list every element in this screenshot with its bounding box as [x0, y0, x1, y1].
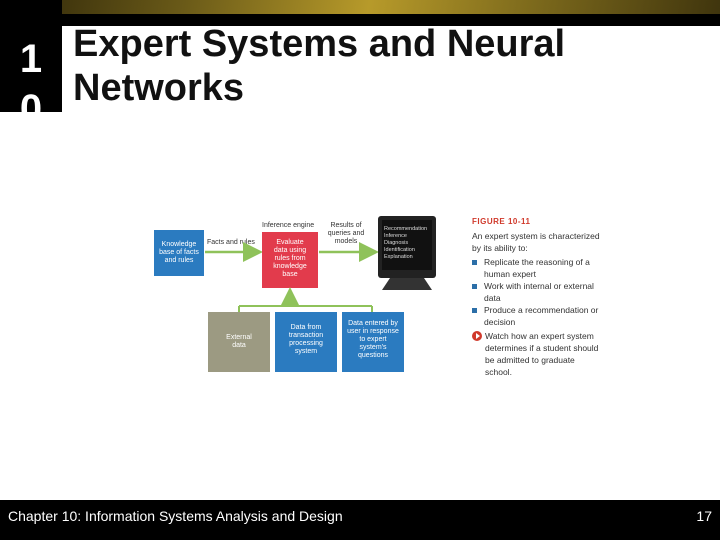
slide-title: Expert Systems and Neural Networks [73, 23, 566, 109]
list-item: Produce a recommendation or decision [472, 304, 602, 328]
figure-label: FIGURE 10-11 [472, 217, 531, 226]
figure-caption: FIGURE 10-11 An expert system is charact… [472, 216, 602, 378]
title-panel [62, 26, 720, 112]
list-item: Work with internal or external data [472, 280, 602, 304]
user-data-box [342, 312, 404, 372]
external-data-box [208, 312, 270, 372]
footer-chapter-text: Chapter 10: Information Systems Analysis… [8, 508, 343, 524]
header-strip [62, 14, 720, 26]
tps-data-box [275, 312, 337, 372]
footer-bar: Chapter 10: Information Systems Analysis… [0, 500, 720, 540]
inference-engine-label: Inference engine [262, 222, 314, 229]
figure-bullets: Replicate the reasoning of a human exper… [472, 256, 602, 328]
facts-rules-label: Facts and rules [207, 239, 255, 246]
watch-link[interactable]: Watch how an expert system determines if… [472, 330, 602, 378]
knowledge-base-box [154, 230, 204, 276]
figure-intro: An expert system is characterized by its… [472, 231, 600, 253]
play-icon[interactable] [472, 331, 482, 341]
chapter-sidebar: 1 0 [0, 0, 62, 112]
chapter-number: 1 0 [19, 37, 43, 112]
list-item: Replicate the reasoning of a human exper… [472, 256, 602, 280]
page-number: 17 [696, 508, 712, 524]
watch-text: Watch how an expert system determines if… [485, 331, 599, 377]
evaluate-box [262, 232, 318, 288]
